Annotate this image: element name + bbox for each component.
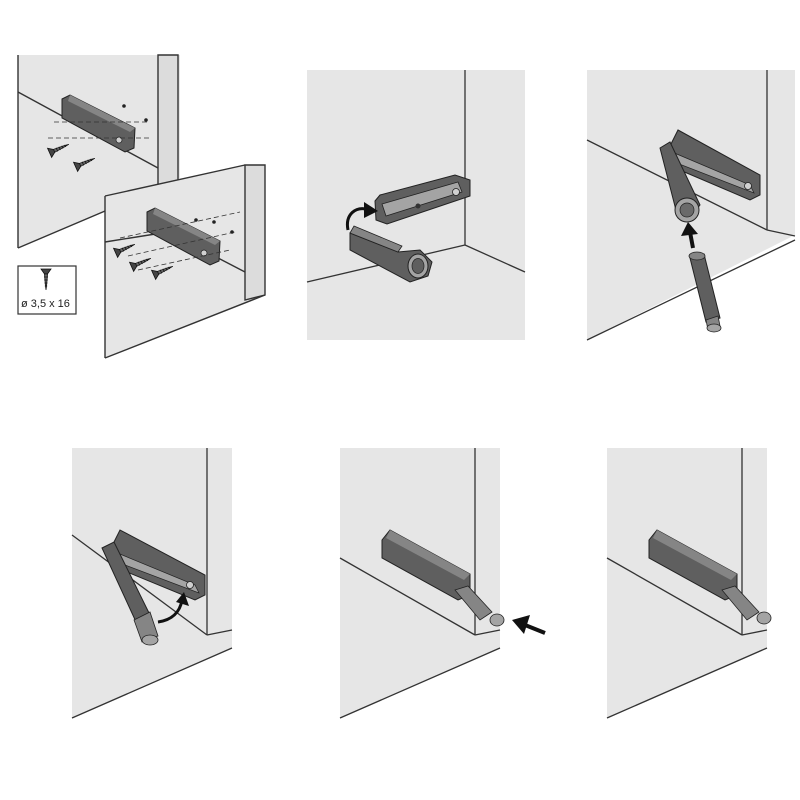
guide-lines (48, 121, 150, 139)
cabinet-panel (606, 448, 768, 719)
screw-spec-label: ø 3,5 x 16 (21, 298, 70, 310)
clip-adapter-icon (659, 141, 701, 223)
step-2-attach-adapter (306, 70, 526, 340)
step-1-screw-mounting: ø 3,5 x 16 (17, 54, 266, 359)
curved-arrow-icon (364, 202, 378, 218)
mounting-base-icon (146, 207, 221, 266)
step-5-press-latch (339, 448, 546, 719)
up-arrow-icon (681, 222, 698, 249)
step-4-rotate-latch (71, 448, 233, 719)
clip-adapter-icon (349, 225, 433, 283)
step-6-installed (606, 448, 772, 719)
screw-spec-box: ø 3,5 x 16 (17, 265, 77, 315)
push-arrow-icon (512, 615, 546, 635)
push-latch-icon (648, 529, 772, 625)
push-latch-icon (101, 541, 159, 646)
step-3-insert-latch (586, 70, 796, 341)
mounting-base-icon (374, 174, 471, 225)
push-latch-icon (688, 251, 722, 333)
cabinet-panel (339, 448, 501, 719)
cabinet-panel (71, 448, 233, 719)
curved-arrow-icon (157, 592, 189, 624)
push-latch-icon (381, 529, 505, 627)
cabinet-panel (104, 164, 266, 359)
